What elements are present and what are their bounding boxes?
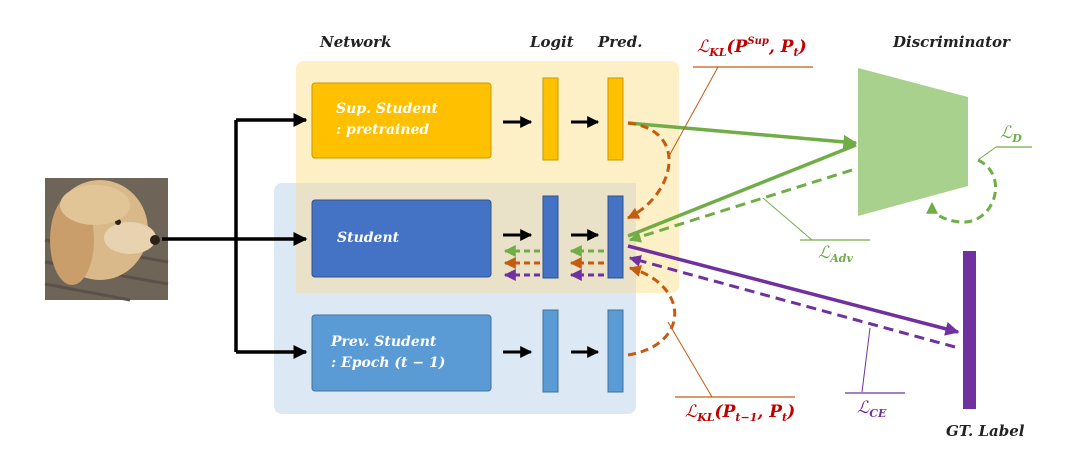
sup-student-line1: Sup. Student xyxy=(336,101,438,117)
network-heading: Network xyxy=(320,33,392,51)
discriminator-heading: Discriminator xyxy=(893,33,1010,51)
prev-student-label: Prev. Student : Epoch (t − 1) xyxy=(331,332,445,374)
gt-label-heading: GT. Label xyxy=(946,422,1025,440)
logit-heading: Logit xyxy=(530,33,574,51)
loss-kl-sup: ℒKL(PSup, Pt) xyxy=(697,36,807,59)
discriminator-shape xyxy=(858,68,968,216)
prev-logit-bar xyxy=(542,309,559,393)
loss-ce: ℒCE xyxy=(857,398,887,420)
prev-student-line2: : Epoch (t − 1) xyxy=(331,355,446,371)
prev-student-box xyxy=(311,314,492,392)
loss-kl-prev: ℒKL(Pt−1, Pt) xyxy=(685,402,796,424)
gt-label-bar xyxy=(963,251,976,409)
student-pred-bar xyxy=(607,195,624,279)
loss-d: ℒD xyxy=(1000,123,1022,145)
pred-heading: Pred. xyxy=(598,33,643,51)
student-logit-bar xyxy=(542,195,559,279)
sup-student-label: Sup. Student : pretrained xyxy=(336,99,438,141)
sup-student-box xyxy=(311,82,492,159)
prev-student-line1: Prev. Student xyxy=(331,334,437,350)
student-box xyxy=(311,199,492,278)
prev-pred-bar xyxy=(607,309,624,393)
loss-adv: ℒAdv xyxy=(818,243,853,265)
sup-logit-bar xyxy=(542,77,559,161)
sup-student-line2: : pretrained xyxy=(336,122,430,138)
student-label: Student xyxy=(337,230,400,246)
sup-pred-bar xyxy=(607,77,624,161)
dog-image xyxy=(44,178,169,302)
